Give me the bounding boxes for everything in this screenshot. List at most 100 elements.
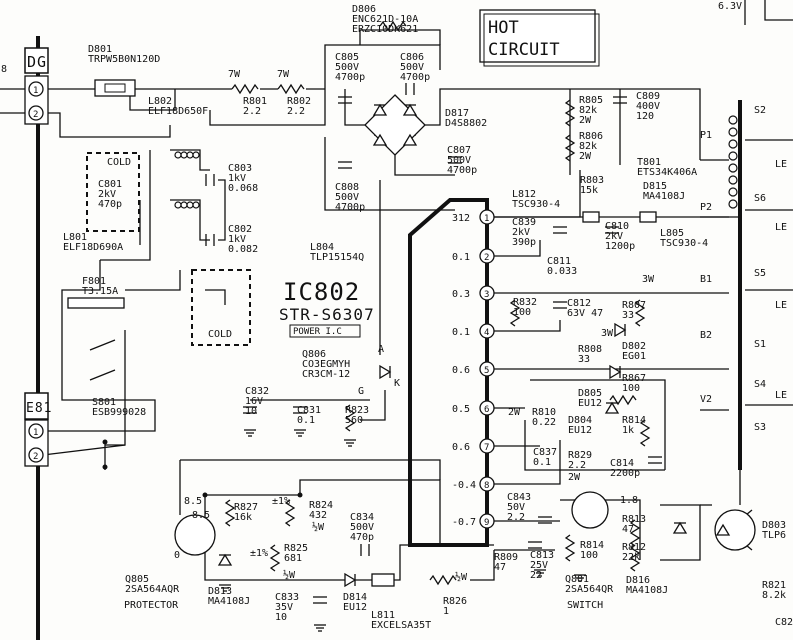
ic802-pin-voltage-8: -0.4 <box>452 480 476 491</box>
c803-line-2: 0.068 <box>228 183 258 194</box>
d813-line-0: D813 <box>208 586 232 597</box>
r810-line-0: R810 <box>532 407 556 418</box>
label-q805-v2: 8.5 <box>192 510 210 521</box>
r802-watt-line-0: 7W <box>277 69 290 80</box>
ic802-pin-num-5: 5 <box>484 366 489 376</box>
ic802-pin-num-1: 1 <box>484 214 489 224</box>
right-lines-3: LE <box>775 390 787 401</box>
ic802-pin-num-4: 4 <box>484 328 489 338</box>
d801-line-1: TRPW5B0N120D <box>88 54 160 65</box>
c832-line-1: 16V <box>245 396 263 407</box>
c812-line-0: C812 <box>567 298 591 309</box>
q805-v1-line-0: 8.5 <box>184 496 202 507</box>
t801-line-0: T801 <box>637 157 661 168</box>
ic802-pin-voltage-2: 0.1 <box>452 252 470 263</box>
c832-line-0: C832 <box>245 386 269 397</box>
r824-watt-line-0: ½W <box>312 521 325 533</box>
ic802-pin-voltage-7: 0.6 <box>452 442 470 453</box>
label-r825-tol: ±1% <box>250 548 268 559</box>
r805-line-1: 82k <box>579 105 597 116</box>
c810-line-1: 2kV <box>605 231 623 242</box>
q806-pins-line-2: K <box>394 378 400 389</box>
q801-role-line-0: SWITCH <box>567 600 603 611</box>
s-labels-7: B2 <box>700 330 712 341</box>
s-labels-1: P1 <box>700 130 712 141</box>
l801-line-1: ELF18D690A <box>63 242 123 253</box>
c833-line-2: 10 <box>275 612 287 623</box>
r806-line-0: R806 <box>579 131 603 142</box>
c834-line-0: C834 <box>350 512 374 523</box>
r809-line-0: R809 <box>494 552 518 563</box>
c832-line-2: 10 <box>245 406 257 417</box>
l804-line-1: TLP15154Q <box>310 252 364 263</box>
c813-line-1: 25V <box>530 560 548 571</box>
c809-line-2: 120 <box>636 111 654 122</box>
r832-line-1: 100 <box>513 307 531 318</box>
r867-line-1: 100 <box>622 383 640 394</box>
c813-line-2: 22 <box>530 570 542 581</box>
r813-line-1: 47 <box>622 524 634 535</box>
c837-line-0: C837 <box>533 447 557 458</box>
label-r825-watt: ½W <box>283 569 296 581</box>
c837-line-1: 0.1 <box>533 457 551 468</box>
label-q805-role: PROTECTOR <box>124 600 179 611</box>
connector-dg: DG 1 2 <box>24 47 49 125</box>
d802-line-0: D802 <box>622 341 646 352</box>
r829-watt-line-0: 2W <box>568 472 581 483</box>
q801-line-0: Q801 <box>565 574 589 585</box>
ic802-pin-3: 30.3 <box>452 285 495 301</box>
page-ref-left: 8 <box>1 64 7 75</box>
d804-line-0: D804 <box>568 415 592 426</box>
q805-v3-line-0: 0 <box>174 550 180 561</box>
r802-line-0: R802 <box>287 96 311 107</box>
c843-line-1: 50V <box>507 502 525 513</box>
d805-line-1: EU12 <box>578 398 602 409</box>
c811-line-1: 0.033 <box>547 266 577 277</box>
s-labels-4: S5 <box>754 268 766 279</box>
c831-line-0: C831 <box>297 405 321 416</box>
r825-line-0: R825 <box>284 543 308 554</box>
d813-line-1: MA4108J <box>208 596 250 607</box>
connector-dg-name: DG <box>27 53 47 71</box>
c808-line-1: 500V <box>335 192 359 203</box>
r814-line-1: 1k <box>622 425 634 436</box>
ic802-part: STR-S6307 <box>279 305 375 324</box>
c808-line-0: C808 <box>335 182 359 193</box>
t801-line-1: ETS34K406A <box>637 167 697 178</box>
c803-line-0: C803 <box>228 163 252 174</box>
r808-line-0: R808 <box>578 344 602 355</box>
r802-line-1: 2.2 <box>287 106 305 117</box>
ic802-pin-4: 40.1 <box>452 323 495 339</box>
ic802-pin-voltage-9: -0.7 <box>452 517 476 528</box>
ic802-pin-voltage-3: 0.3 <box>452 289 470 300</box>
hot-circuit-line1: HOT <box>488 18 519 38</box>
d801-line-0: D801 <box>88 44 112 55</box>
q805-line-1: 2SA564AQR <box>125 584 180 595</box>
r814b-line-0: R814 <box>580 540 604 551</box>
label-r808-watt: 3W <box>601 328 614 339</box>
c805-line-0: C805 <box>335 52 359 63</box>
component-symbols <box>67 20 756 588</box>
d814-line-0: D814 <box>343 592 367 603</box>
